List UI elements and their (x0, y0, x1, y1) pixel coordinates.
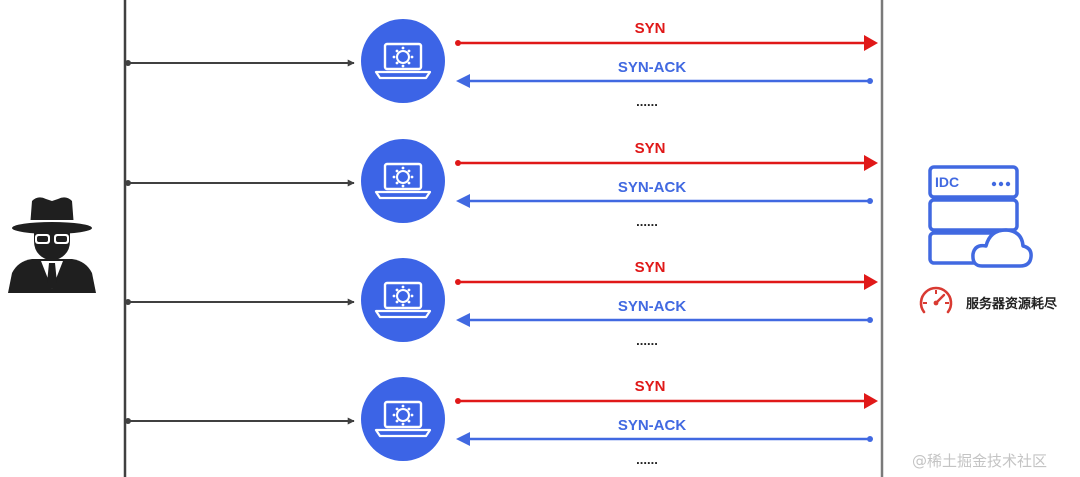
syn-ack-label: SYN-ACK (618, 59, 687, 76)
connection-rows: SYN SYN-ACK...... SYN SYN-ACK...... SYN SYN-A… (125, 19, 878, 467)
connection-row: SYN SYN-ACK...... (125, 19, 878, 109)
syn-ack-arrow-head (456, 313, 470, 327)
ellipsis-label: ...... (636, 452, 658, 467)
speedometer-icon (919, 286, 953, 314)
syn-label: SYN (635, 378, 666, 395)
syn-ack-arrow-head (456, 74, 470, 88)
server-status-text: 服务器资源耗尽 (966, 296, 1058, 312)
connection-row: SYN SYN-ACK...... (125, 258, 878, 348)
syn-ack-label: SYN-ACK (618, 298, 687, 315)
syn-label: SYN (635, 20, 666, 37)
syn-arrow-head (864, 274, 878, 290)
syn-arrow-head (864, 35, 878, 51)
syn-ack-label: SYN-ACK (618, 417, 687, 434)
zombie-laptop-icon (361, 377, 445, 461)
connection-row: SYN SYN-ACK...... (125, 139, 878, 229)
syn-arrow-head (864, 393, 878, 409)
syn-ack-label: SYN-ACK (618, 179, 687, 196)
zombie-laptop-icon (361, 139, 445, 223)
zombie-laptop-icon (361, 258, 445, 342)
hacker-icon (8, 197, 96, 293)
syn-ack-arrow-head (456, 194, 470, 208)
syn-arrow-head (864, 155, 878, 171)
watermark: @稀土掘金技术社区 (912, 452, 1047, 470)
idc-label: IDC (935, 174, 959, 190)
connection-row: SYN SYN-ACK...... (125, 377, 878, 467)
syn-label: SYN (635, 140, 666, 157)
zombie-laptop-icon (361, 19, 445, 103)
ellipsis-label: ...... (636, 333, 658, 348)
syn-label: SYN (635, 259, 666, 276)
ellipsis-label: ...... (636, 214, 658, 229)
ellipsis-label: ...... (636, 94, 658, 109)
idc-server-cloud-icon: IDC (928, 165, 1033, 268)
syn-ack-arrow-head (456, 432, 470, 446)
